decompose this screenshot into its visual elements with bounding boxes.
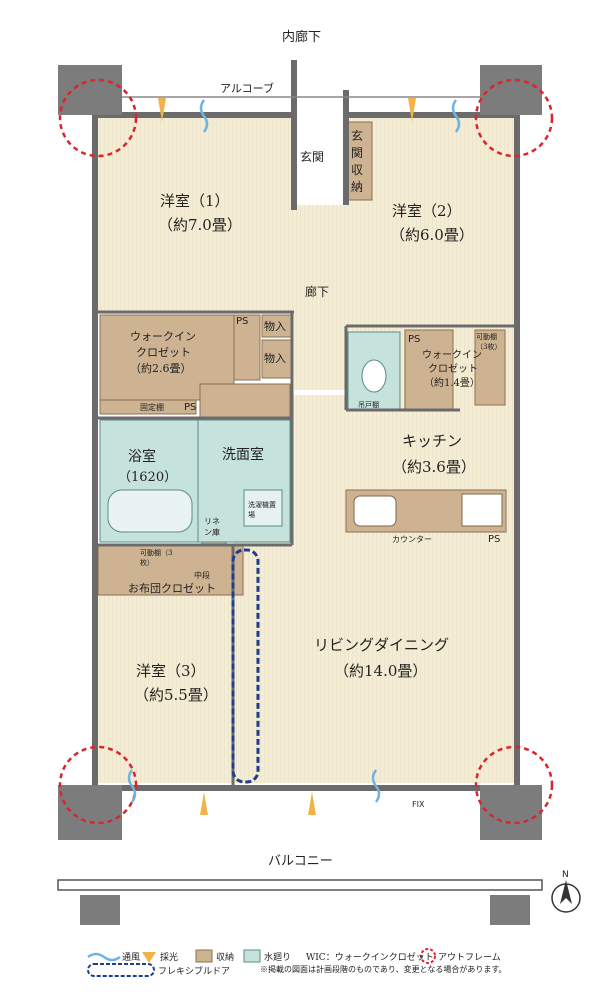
cabinet-label: 吊戸棚: [358, 401, 379, 409]
legend-outframe: アウトフレーム: [438, 953, 501, 963]
toilet: [361, 359, 387, 393]
legend-disclaimer: ※掲載の図面は計画段階のものであり、変更となる場合があります。: [260, 965, 507, 974]
movable-shelf-label: 可動棚（3枚）: [476, 333, 502, 351]
flexible-door: [231, 548, 260, 784]
wic2-line2: クロゼット: [428, 364, 478, 375]
room-western3-size: （約5.5畳）: [134, 686, 218, 704]
outframe-markers: [58, 78, 554, 825]
legend-storage: 収納: [216, 953, 235, 963]
storage-areas: [97, 121, 507, 596]
middle-shelf-label: 中段: [194, 571, 210, 580]
legend-swatches: [87, 948, 436, 977]
corridor-label: 内廊下: [282, 30, 322, 45]
room-western2-size: （約6.0畳）: [390, 226, 474, 244]
legend-water: 水廻り: [264, 953, 292, 963]
movable-shelf-label-2: 可動棚（3枚）: [140, 549, 173, 567]
washroom-label: 洗面室: [222, 447, 264, 463]
room-western1-size: （約7.0畳）: [158, 216, 242, 234]
ventilation-markers: [127, 99, 461, 803]
legend-wic: WIC：ウォークインクロゼット: [306, 953, 434, 963]
kitchen-name: キッチン: [402, 432, 463, 450]
legend-daylight: 採光: [160, 953, 179, 963]
floor-areas: [98, 118, 514, 783]
legend-ventilation: 通風: [122, 953, 141, 963]
alcove-label: アルコーブ: [220, 82, 275, 95]
ps-label-3: PS: [408, 334, 421, 345]
ps-label-2: PS: [184, 402, 197, 413]
bath-size: （1620）: [118, 470, 178, 485]
compass-north-label: N: [562, 870, 569, 880]
wic2-size: （約1.4畳）: [424, 378, 480, 389]
wic2-line1: ウォークイン: [422, 350, 482, 361]
room-western2-name: 洋室（2）: [392, 202, 462, 220]
kitchen-sink: [353, 495, 397, 527]
balcony-label: バルコニー: [268, 854, 333, 869]
wic1-line2: クロゼット: [136, 346, 191, 359]
room-western3-name: 洋室（3）: [136, 662, 206, 680]
bath-name: 浴室: [128, 449, 156, 465]
compass-icon: [551, 880, 581, 913]
hallway-label: 廊下: [305, 285, 330, 299]
linen-label: リネン庫: [204, 517, 220, 537]
living-size: （約14.0畳）: [334, 662, 428, 680]
room-western1-name: 洋室（1）: [160, 192, 230, 210]
storage-a-label: 物入: [264, 320, 286, 333]
storage-b-label: 物入: [264, 352, 286, 365]
walls: [92, 60, 520, 791]
living-name: リビングダイニング: [314, 636, 450, 654]
futon-closet-label: お布団クロゼット: [128, 582, 216, 595]
wic1-line1: ウォークイン: [130, 330, 196, 343]
bathtub: [107, 489, 193, 533]
columns: [58, 65, 542, 925]
entrance-storage-label: 玄関収納: [351, 129, 364, 194]
fix-label: FIX: [412, 800, 425, 809]
fixed-shelf-label: 固定棚: [140, 403, 164, 412]
entrance-label: 玄関: [300, 150, 325, 164]
legend-flex-door: フレキシブルドア: [158, 967, 231, 977]
washer-label: 洗濯機置場: [248, 501, 276, 519]
ps-label-4: PS: [488, 534, 501, 545]
counter-label: カウンター: [392, 535, 432, 544]
ps-label-1: PS: [236, 316, 249, 327]
wic1-size: （約2.6畳）: [130, 362, 192, 375]
balcony-rail: [57, 879, 543, 891]
stove: [461, 493, 503, 527]
daylight-markers: [158, 98, 416, 815]
kitchen-size: （約3.6畳）: [392, 458, 476, 476]
